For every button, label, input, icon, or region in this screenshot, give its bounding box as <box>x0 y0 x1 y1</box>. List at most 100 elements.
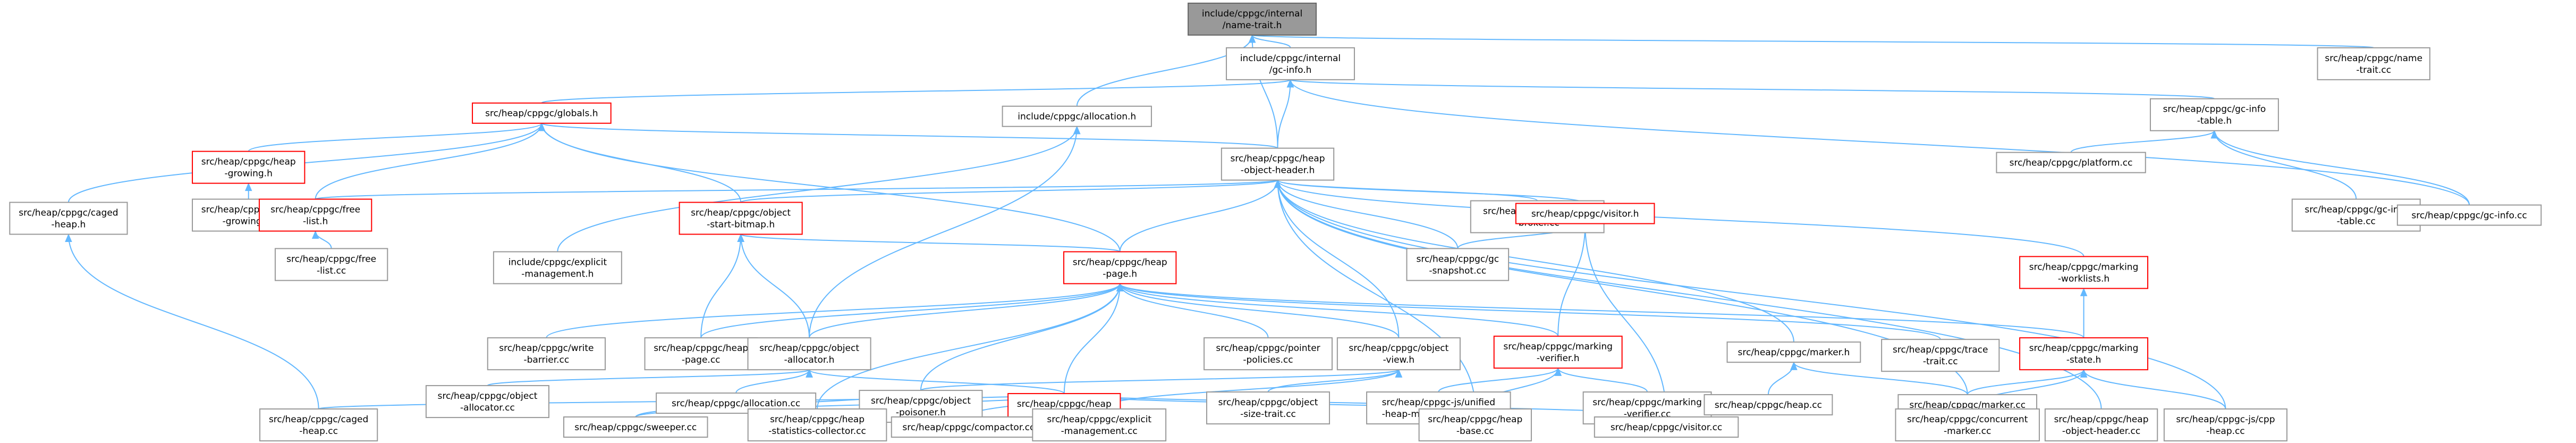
graph-node-marking-state-h[interactable]: src/heap/cppgc/marking-state.h <box>2019 337 2149 371</box>
node-box <box>1594 416 1739 438</box>
graph-node-platform-cc[interactable]: src/heap/cppgc/platform.cc <box>1996 152 2146 173</box>
node-label: src/heap/cppgc/allocation.cc <box>672 398 800 409</box>
edge-line <box>541 79 1291 104</box>
node-label: src/heap/cppgc/sweeper.cc <box>574 422 697 433</box>
graph-node-heap-growing-h[interactable]: src/heap/cppgc/heap-growing.h <box>192 151 306 184</box>
graph-node-heap-cc[interactable]: src/heap/cppgc/heap.cc <box>1704 394 1833 416</box>
graph-nodes: include/cppgc/internal/name-trait.h inclu… <box>9 2 2542 441</box>
dependency-edge <box>1116 283 1941 340</box>
graph-node-write-barrier-cc[interactable]: src/heap/cppgc/write-barrier.cc <box>487 337 606 371</box>
edge-line <box>817 283 1121 409</box>
node-box <box>1493 336 1623 369</box>
graph-node-object-view-h[interactable]: src/heap/cppgc/object-view.h <box>1336 337 1461 371</box>
dependency-edge <box>809 283 1124 338</box>
node-label: src/heap/cppgc/compactor.cc <box>902 422 1035 433</box>
node-box <box>1406 248 1510 281</box>
dependency-edge <box>1063 283 1124 394</box>
dependency-edge <box>315 122 546 199</box>
node-label: -heap.cc <box>2206 426 2245 437</box>
node-label: -page.h <box>1103 269 1137 279</box>
edge-line <box>1277 180 1400 338</box>
edge-arrowhead <box>1286 79 1294 88</box>
edge-line <box>541 123 1121 252</box>
node-label: -allocator.h <box>784 355 835 365</box>
dependency-edge <box>1286 79 2215 99</box>
dependency-edge <box>541 79 1294 104</box>
graph-node-object-allocator-h[interactable]: src/heap/cppgc/object-allocator.h <box>747 337 871 371</box>
node-label: src/heap/cppgc-js/unified <box>1382 397 1495 408</box>
graph-node-visitor-h[interactable]: src/heap/cppgc/visitor.h <box>1515 203 1655 224</box>
graph-node-pointer-policies-cc[interactable]: src/heap/cppgc/pointer-policies.cc <box>1204 337 1333 371</box>
node-label: -heap.h <box>52 220 86 230</box>
edge-arrowhead <box>806 369 813 378</box>
graph-node-heap-snapshot-cc[interactable]: src/heap/cppgc/gc-snapshot.cc <box>1406 248 1510 281</box>
node-box <box>425 385 549 419</box>
graph-node-marking-verifier-h[interactable]: src/heap/cppgc/marking-verifier.h <box>1493 336 1623 369</box>
node-label: src/heap/cppgc/visitor.h <box>1531 209 1639 220</box>
graph-node-caged-heap-h[interactable]: src/heap/cppgc/caged-heap.h <box>9 202 128 235</box>
graph-node-gc-info-cc[interactable]: src/heap/cppgc/gc-info.cc <box>2396 204 2542 226</box>
edge-line <box>315 231 332 249</box>
node-box <box>258 198 372 232</box>
node-label: -marker.cc <box>1944 426 1991 437</box>
node-label: -page.cc <box>682 355 721 365</box>
edge-line <box>1277 180 1459 249</box>
node-box <box>472 102 612 124</box>
graph-node-gc-info-table-h[interactable]: src/heap/cppgc/gc-info-table.h <box>2149 98 2279 131</box>
edge-line <box>1967 369 2084 395</box>
node-label: -object-header.cc <box>2062 426 2140 437</box>
graph-node-object-start-bitmap-h[interactable]: src/heap/cppgc/object-start-bitmap.h <box>679 202 803 235</box>
node-label: src/heap/cppgc/heap.cc <box>1715 400 1822 411</box>
edge-line <box>1063 283 1121 394</box>
node-box <box>192 151 306 184</box>
graph-node-gc-info-h[interactable]: include/cppgc/internal/gc-info.h <box>1226 47 1355 80</box>
graph-node-explicit-management-h[interactable]: include/cppgc/explicit-management.h <box>493 251 622 285</box>
graph-node-heap-page-h[interactable]: src/heap/cppgc/heap-page.h <box>1063 251 1177 285</box>
dependency-edge <box>557 126 1081 252</box>
graph-node-heap-object-header-cc[interactable]: src/heap/cppgc/heap-object-header.cc <box>2044 408 2158 441</box>
graph-node-free-list-h[interactable]: src/heap/cppgc/free-list.h <box>258 198 372 232</box>
node-label: -snapshot.cc <box>1429 265 1486 276</box>
graph-node-pmarker-h[interactable]: src/heap/cppgc/marker.h <box>1726 341 1861 363</box>
node-label: src/heap/cppgc/heap <box>2054 414 2149 425</box>
graph-node-allocation-h[interactable]: include/cppgc/allocation.h <box>1002 105 1152 127</box>
edge-line <box>1277 180 2084 257</box>
node-box <box>1032 408 1167 441</box>
node-label: src/heap/cppgc/heap <box>201 157 296 168</box>
graph-node-marking-worklists-h[interactable]: src/heap/cppgc/marking-worklists.h <box>2019 256 2149 289</box>
node-label: src/heap/cppgc/marker.cc <box>1909 400 2026 411</box>
dependency-edge <box>2070 130 2218 153</box>
graph-node-name-trait-h[interactable]: include/cppgc/internal/name-trait.h <box>1188 2 1317 36</box>
graph-node-object-size-trait-cc[interactable]: src/heap/cppgc/object-size-trait.cc <box>1206 391 1331 425</box>
graph-node-explicit-management-cc[interactable]: src/heap/cppgc/explicit-management.cc <box>1032 408 1167 441</box>
edge-line <box>1119 283 1559 337</box>
edge-line <box>1119 180 1278 252</box>
graph-node-compactor-cc[interactable]: src/heap/cppgc/compactor.cc <box>891 416 1046 438</box>
graph-node-visitor-cc[interactable]: src/heap/cppgc/visitor.cc <box>1594 416 1739 438</box>
node-box <box>891 416 1046 438</box>
node-label: src/heap/cppgc/free <box>286 254 376 264</box>
dependency-edge <box>2080 369 2226 409</box>
node-box <box>2396 204 2542 226</box>
graph-node-globals-h[interactable]: src/heap/cppgc/globals.h <box>472 102 612 124</box>
edge-line <box>315 179 1278 200</box>
edge-arrowhead <box>1073 126 1081 135</box>
graph-node-heap-page-cc[interactable]: src/heap/cppgc/heap-page.cc <box>644 337 758 371</box>
graph-node-trace-trait-cc[interactable]: src/heap/cppgc/trace-trait.cc <box>1881 339 2000 372</box>
edge-arrowhead <box>1248 34 1256 43</box>
graph-node-caged-heap-cc[interactable]: src/heap/cppgc/caged-heap.cc <box>259 408 378 441</box>
graph-node-cppgc-heap-cc[interactable]: src/heap/cppgc-js/cpp-heap.cc <box>2163 408 2287 441</box>
dependency-edge <box>2210 130 2470 205</box>
graph-node-sweeper-cc[interactable]: src/heap/cppgc/sweeper.cc <box>563 416 708 438</box>
node-label: -table.cc <box>2337 216 2376 227</box>
node-label: src/heap/cppgc/explicit <box>1047 414 1151 425</box>
dependency-edge <box>244 182 252 199</box>
graph-node-heap-object-header-h[interactable]: src/heap/cppgc/heap-object-header.h <box>1221 147 1335 181</box>
graph-node-object-allocator-cc[interactable]: src/heap/cppgc/object-allocator.cc <box>425 385 549 419</box>
graph-node-free-list-cc[interactable]: src/heap/cppgc/free-list.cc <box>274 248 388 281</box>
graph-node-name-trait-cc[interactable]: src/heap/cppgc/name-trait.cc <box>2317 47 2430 80</box>
graph-node-concurrent-marker-cc[interactable]: src/heap/cppgc/concurrent-marker.cc <box>1895 408 2040 441</box>
graph-node-heap-base-cc[interactable]: src/heap/cppgc/heap-base.cc <box>1418 408 1532 441</box>
graph-node-heap-statistics-collector-cc[interactable]: src/heap/cppgc/heap-statistics-collector… <box>747 408 887 441</box>
edge-line <box>735 369 810 394</box>
